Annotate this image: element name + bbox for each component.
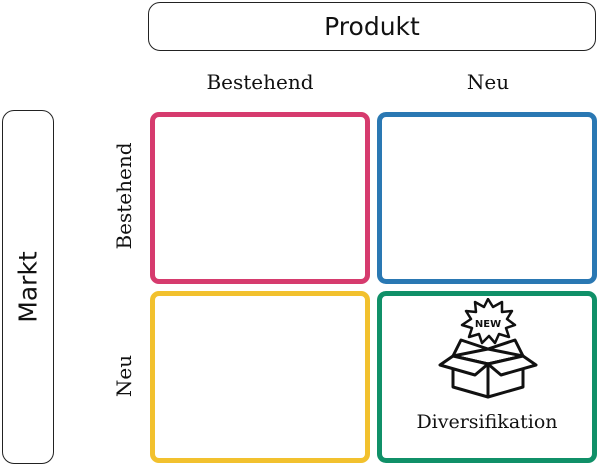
quadrant-market-development xyxy=(150,291,370,463)
quadrant-label-diversification: Diversifikation xyxy=(416,411,558,433)
quadrant-product-development xyxy=(377,112,597,284)
quadrant-diversification: NEW Diversifikation xyxy=(377,291,597,463)
market-axis-box xyxy=(2,110,54,464)
column-label-existing: Bestehend xyxy=(206,70,314,94)
row-label-new: Neu xyxy=(112,354,136,398)
new-product-box-icon: NEW xyxy=(438,298,538,399)
row-label-existing: Bestehend xyxy=(112,142,136,250)
new-badge-text: NEW xyxy=(475,319,501,330)
product-axis-title: Produkt xyxy=(148,2,596,51)
market-axis-title: Markt xyxy=(13,251,43,323)
column-label-new: Neu xyxy=(466,70,510,94)
quadrant-market-penetration xyxy=(150,112,370,284)
